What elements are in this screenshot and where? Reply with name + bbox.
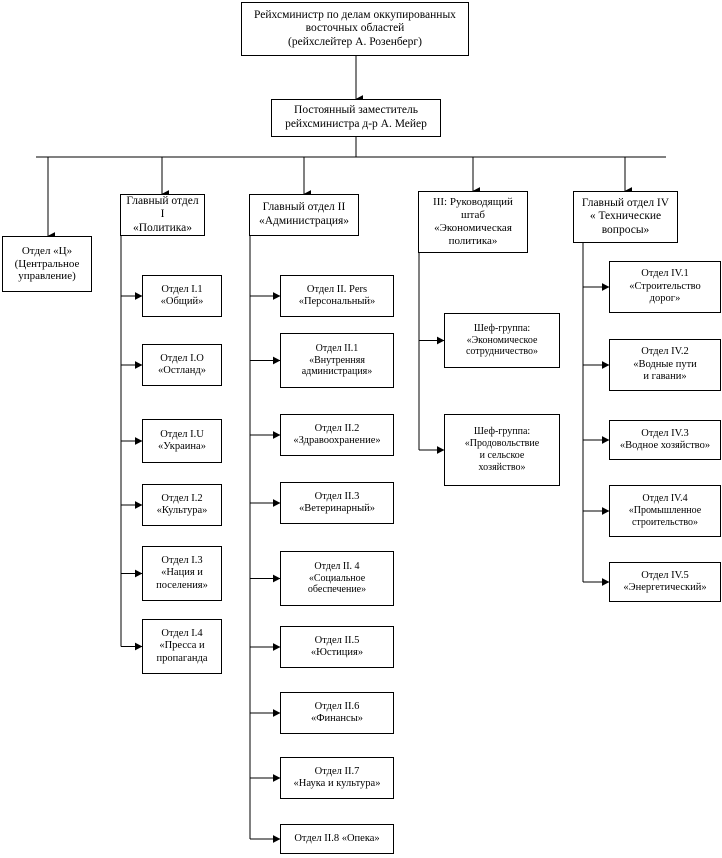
node-main-department-iv[interactable]: Главный отдел IV « Технические вопросы» xyxy=(573,191,678,243)
node-main-department-ii[interactable]: Главный отдел II «Администрация» xyxy=(249,194,359,236)
node-sub-i-5-label: Отдел I.3 «Нация и поселения» xyxy=(156,554,208,591)
node-sub-iv-5[interactable]: Отдел IV.5 «Энергетический» xyxy=(609,562,721,602)
node-reichsminister-label: Рейхсминистр по делам оккупированных вос… xyxy=(254,8,456,48)
node-sub-ii-3[interactable]: Отдел II.2 «Здравоохранение» xyxy=(280,414,394,456)
node-main-department-i-label: Главный отдел I «Политика» xyxy=(126,194,199,234)
node-sub-iv-2[interactable]: Отдел IV.2 «Водные пути и гавани» xyxy=(609,339,721,391)
node-sub-ii-1-label: Отдел II. Pers «Персональный» xyxy=(298,283,376,307)
node-main-department-ii-label: Главный отдел II «Администрация» xyxy=(258,201,350,227)
node-sub-i-3-label: Отдел I.U «Украина» xyxy=(158,428,206,452)
node-main-department-iii-label: III: Руководящий штаб «Экономическая пол… xyxy=(433,196,513,247)
node-deputy-minister[interactable]: Постоянный заместитель рейхсминистра д-р… xyxy=(271,99,441,137)
node-sub-i-5[interactable]: Отдел I.3 «Нация и поселения» xyxy=(142,546,222,601)
node-sub-iii-2[interactable]: Шеф-группа: «Продовольствие и сельское х… xyxy=(444,414,560,486)
node-sub-i-1-label: Отдел I.1 «Общий» xyxy=(160,283,204,307)
node-sub-ii-9-label: Отдел II.8 «Опека» xyxy=(294,832,380,844)
node-sub-i-6[interactable]: Отдел I.4 «Пресса и пропаганда xyxy=(142,619,222,674)
node-sub-ii-5-label: Отдел II. 4 «Социальное обеспечение» xyxy=(307,560,367,596)
node-sub-iv-1-label: Отдел IV.1 «Строительство дорог» xyxy=(629,268,701,305)
node-sub-ii-9[interactable]: Отдел II.8 «Опека» xyxy=(280,824,394,854)
node-sub-iv-3-label: Отдел IV.3 «Водное хозяйство» xyxy=(619,427,711,451)
node-central-department-label: Отдел «Ц» (Центральное управление) xyxy=(14,244,80,283)
node-sub-ii-7[interactable]: Отдел II.6 «Финансы» xyxy=(280,692,394,734)
node-sub-ii-4[interactable]: Отдел II.3 «Ветеринарный» xyxy=(280,482,394,524)
node-sub-ii-4-label: Отдел II.3 «Ветеринарный» xyxy=(298,490,376,514)
node-sub-i-4[interactable]: Отдел I.2 «Культура» xyxy=(142,484,222,526)
node-deputy-minister-label: Постоянный заместитель рейхсминистра д-р… xyxy=(285,104,427,130)
node-main-department-iv-label: Главный отдел IV « Технические вопросы» xyxy=(581,196,670,236)
node-sub-ii-8[interactable]: Отдел II.7 «Наука и культура» xyxy=(280,757,394,799)
node-sub-iii-1[interactable]: Шеф-группа: «Экономическое сотрудничеств… xyxy=(444,313,560,368)
node-sub-ii-1[interactable]: Отдел II. Pers «Персональный» xyxy=(280,275,394,317)
node-sub-ii-6-label: Отдел II.5 «Юстиция» xyxy=(310,634,364,658)
node-sub-i-4-label: Отдел I.2 «Культура» xyxy=(156,492,208,516)
node-sub-i-2-label: Отдел I.O «Остланд» xyxy=(158,352,206,376)
node-sub-i-6-label: Отдел I.4 «Пресса и пропаганда xyxy=(156,627,208,664)
node-sub-ii-5[interactable]: Отдел II. 4 «Социальное обеспечение» xyxy=(280,551,394,606)
node-main-department-iii[interactable]: III: Руководящий штаб «Экономическая пол… xyxy=(418,191,528,253)
node-sub-ii-2-label: Отдел II.1 «Внутренняя администрация» xyxy=(301,342,373,378)
node-sub-iv-3[interactable]: Отдел IV.3 «Водное хозяйство» xyxy=(609,420,721,460)
node-sub-ii-8-label: Отдел II.7 «Наука и культура» xyxy=(293,765,381,789)
node-sub-iv-1[interactable]: Отдел IV.1 «Строительство дорог» xyxy=(609,261,721,313)
node-sub-iii-1-label: Шеф-группа: «Экономическое сотрудничеств… xyxy=(465,322,538,358)
node-sub-iv-4[interactable]: Отдел IV.4 «Промышленное строительство» xyxy=(609,485,721,537)
node-main-department-i[interactable]: Главный отдел I «Политика» xyxy=(120,194,205,236)
node-sub-ii-7-label: Отдел II.6 «Финансы» xyxy=(310,700,364,724)
node-sub-i-2[interactable]: Отдел I.O «Остланд» xyxy=(142,344,222,386)
node-sub-i-1[interactable]: Отдел I.1 «Общий» xyxy=(142,275,222,317)
node-sub-i-3[interactable]: Отдел I.U «Украина» xyxy=(142,419,222,463)
node-central-department[interactable]: Отдел «Ц» (Центральное управление) xyxy=(2,236,92,292)
node-reichsminister[interactable]: Рейхсминистр по делам оккупированных вос… xyxy=(241,2,469,56)
node-sub-iv-5-label: Отдел IV.5 «Энергетический» xyxy=(623,569,707,593)
node-sub-iv-2-label: Отдел IV.2 «Водные пути и гавани» xyxy=(633,346,697,383)
node-sub-ii-6[interactable]: Отдел II.5 «Юстиция» xyxy=(280,626,394,668)
node-sub-iii-2-label: Шеф-группа: «Продовольствие и сельское х… xyxy=(464,426,540,473)
node-sub-ii-2[interactable]: Отдел II.1 «Внутренняя администрация» xyxy=(280,333,394,388)
node-sub-ii-3-label: Отдел II.2 «Здравоохранение» xyxy=(293,422,381,446)
node-sub-iv-4-label: Отдел IV.4 «Промышленное строительство» xyxy=(628,493,702,528)
